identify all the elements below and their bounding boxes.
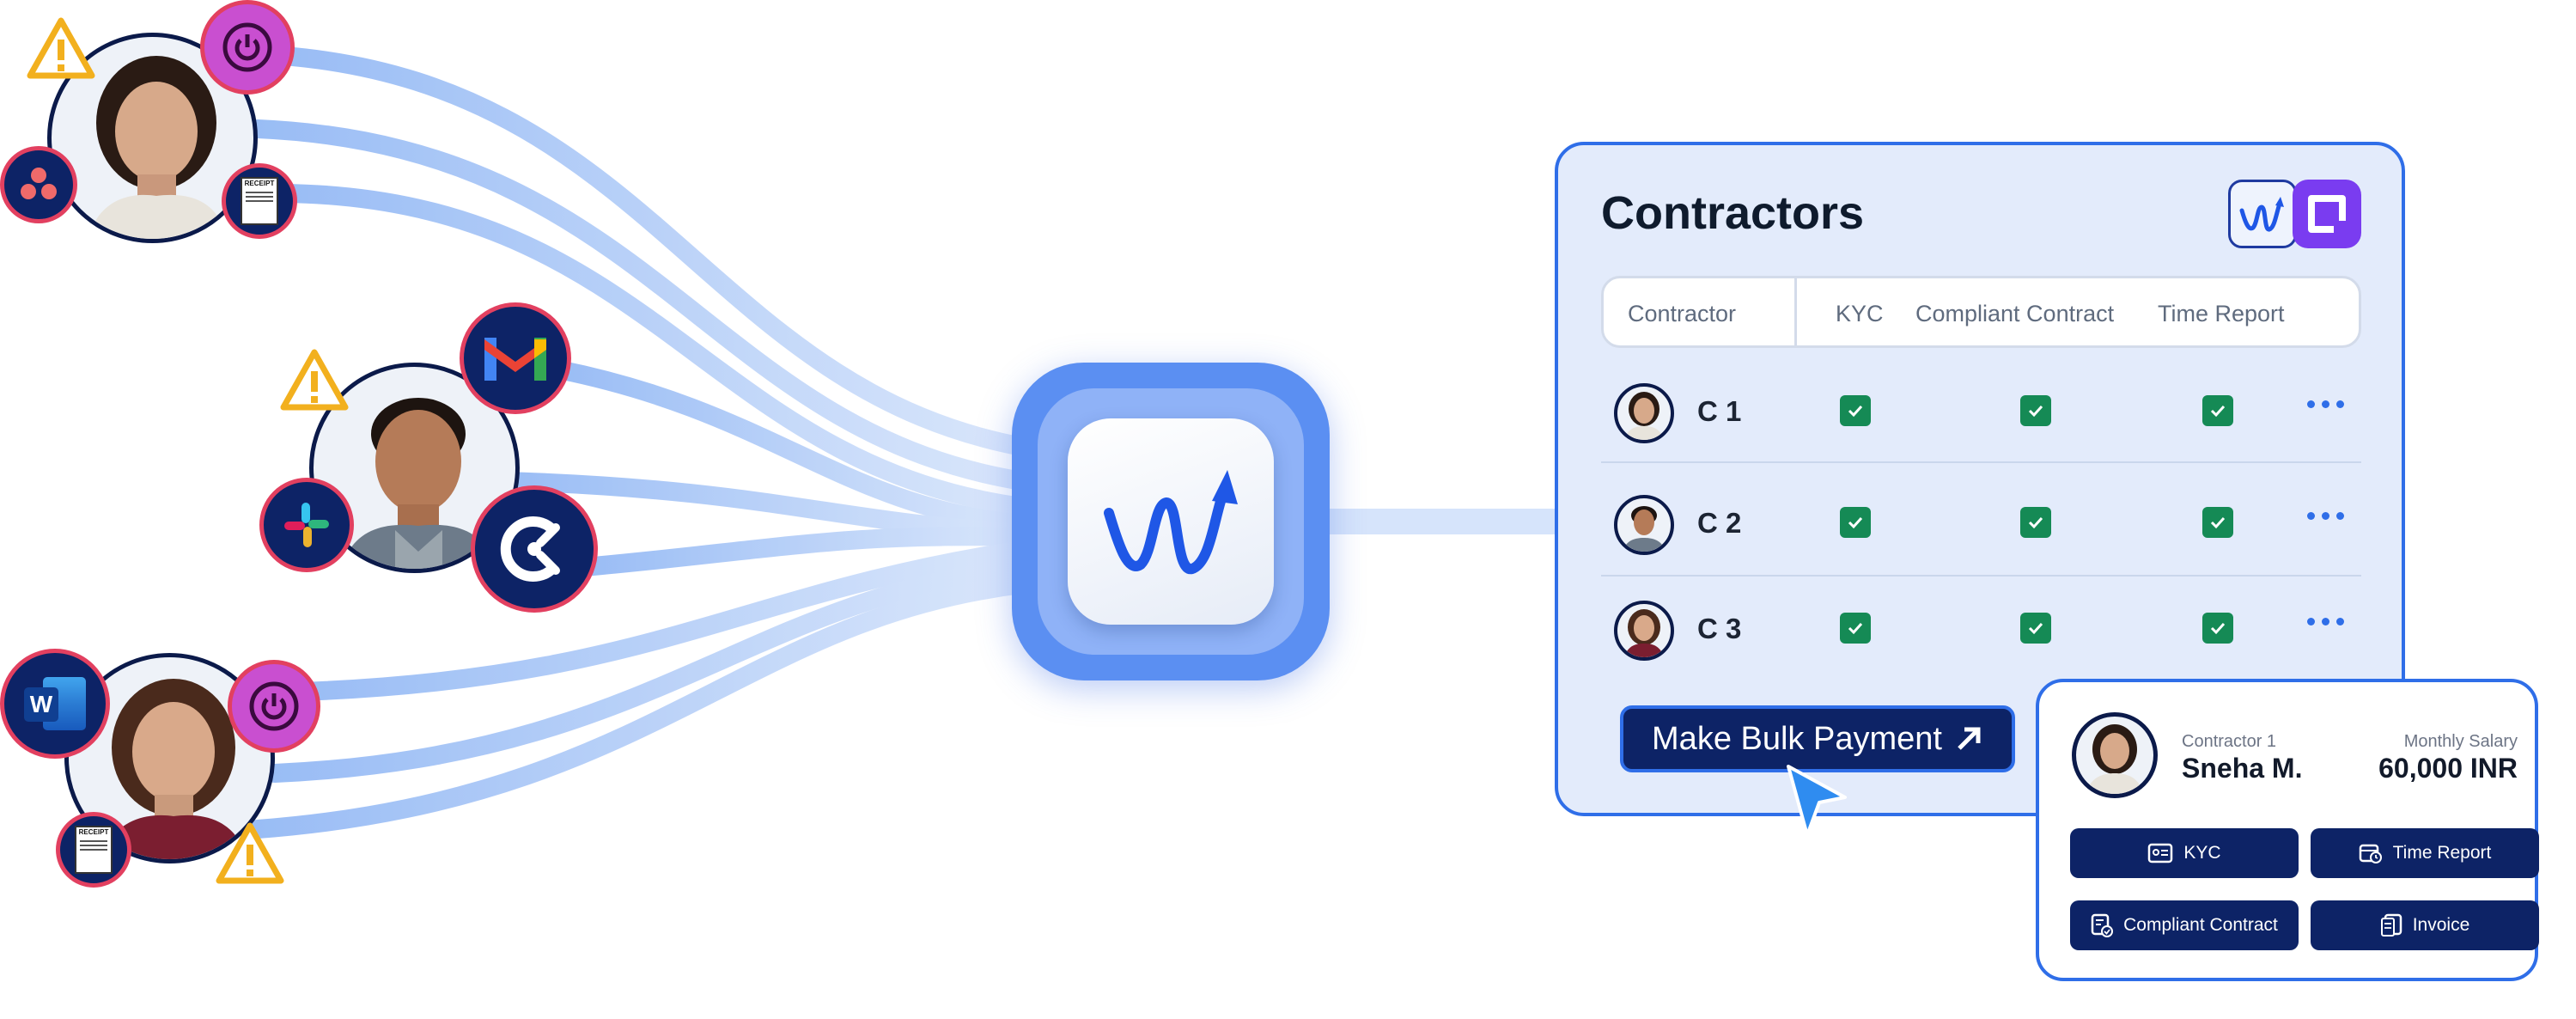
contractor-name: C 2: [1697, 507, 1742, 539]
invoice-button-label: Invoice: [2412, 915, 2470, 935]
integration-logo-icon: [2293, 180, 2361, 248]
time-report-check-icon[interactable]: [2202, 613, 2233, 644]
salary-label: Monthly Salary: [2403, 732, 2518, 751]
table-row[interactable]: C 1: [1601, 364, 2361, 467]
column-header-time-report: Time Report: [2158, 301, 2285, 326]
compliant-contract-button[interactable]: Compliant Contract: [2070, 900, 2299, 950]
gmail-icon: [460, 302, 571, 414]
card-name: Sneha M.: [2182, 753, 2303, 784]
contractor-detail-card: Contractor 1 Sneha M. Monthly Salary 60,…: [2036, 679, 2539, 981]
column-header-kyc: KYC: [1836, 301, 1884, 326]
power-icon: [228, 660, 320, 753]
warning-icon: [26, 15, 96, 80]
card-subtitle: Contractor 1: [2182, 732, 2277, 751]
contractor-name: C 3: [1697, 613, 1742, 644]
kyc-check-icon[interactable]: [1840, 395, 1871, 426]
slack-icon: [259, 478, 354, 572]
contract-check-icon[interactable]: [2020, 613, 2051, 644]
app-hub: [1012, 363, 1330, 680]
avatar: [1614, 601, 1674, 661]
calendar-clock-icon: [2359, 844, 2382, 863]
time-report-button[interactable]: Time Report: [2311, 828, 2539, 878]
kyc-button-label: KYC: [2183, 843, 2221, 863]
receipt-label: RECEIPT: [244, 180, 275, 187]
bulk-payment-label: Make Bulk Payment: [1652, 720, 1942, 757]
warning-icon: [279, 347, 350, 412]
word-icon: W: [0, 649, 110, 759]
power-icon: [200, 0, 295, 95]
avatar: [1614, 495, 1674, 555]
app-logo-icon: [1068, 418, 1274, 625]
contractors-panel: Contractors Contractor KYC Compliant Con…: [1555, 142, 2405, 816]
more-options-icon[interactable]: [2307, 512, 2345, 521]
asana-icon: [0, 146, 77, 223]
app-logo-icon: [2228, 180, 2297, 248]
compliant-contract-button-label: Compliant Contract: [2123, 915, 2278, 935]
receipt-icon: RECEIPT: [56, 812, 131, 888]
time-report-check-icon[interactable]: [2202, 507, 2233, 538]
warning-icon: [215, 821, 285, 885]
kyc-check-icon[interactable]: [1840, 507, 1871, 538]
time-report-check-icon[interactable]: [2202, 395, 2233, 426]
more-options-icon[interactable]: [2307, 400, 2345, 409]
arrow-up-right-icon: [1958, 727, 1981, 750]
panel-title: Contractors: [1601, 187, 1865, 239]
id-card-icon: [2148, 843, 2173, 863]
contract-check-icon[interactable]: [2020, 395, 2051, 426]
column-header-compliant-contract: Compliant Contract: [1915, 301, 2115, 326]
column-header-contractor: Contractor: [1628, 301, 1737, 326]
avatar: [2072, 712, 2158, 798]
kyc-check-icon[interactable]: [1840, 613, 1871, 644]
cursor-icon: [1785, 763, 1854, 840]
word-letter: W: [24, 687, 58, 722]
kyc-button[interactable]: KYC: [2070, 828, 2299, 878]
contract-check-icon: [2091, 913, 2114, 937]
table-row[interactable]: C 3: [1601, 582, 2361, 685]
time-report-button-label: Time Report: [2392, 843, 2492, 863]
salary-value: 60,000 INR: [2378, 753, 2518, 784]
invoice-icon: [2380, 913, 2402, 937]
more-options-icon[interactable]: [2307, 618, 2345, 626]
contractor-name: C 1: [1697, 395, 1742, 427]
make-bulk-payment-button[interactable]: Make Bulk Payment: [1620, 705, 2015, 772]
table-row[interactable]: C 2: [1601, 476, 2361, 579]
receipt-label: RECEIPT: [78, 828, 109, 836]
avatar: [1614, 383, 1674, 443]
table-header: Contractor KYC Compliant Contract Time R…: [1601, 276, 2361, 348]
clockify-icon: [471, 485, 598, 613]
contract-check-icon[interactable]: [2020, 507, 2051, 538]
receipt-icon: RECEIPT: [222, 163, 297, 239]
invoice-button[interactable]: Invoice: [2311, 900, 2539, 950]
